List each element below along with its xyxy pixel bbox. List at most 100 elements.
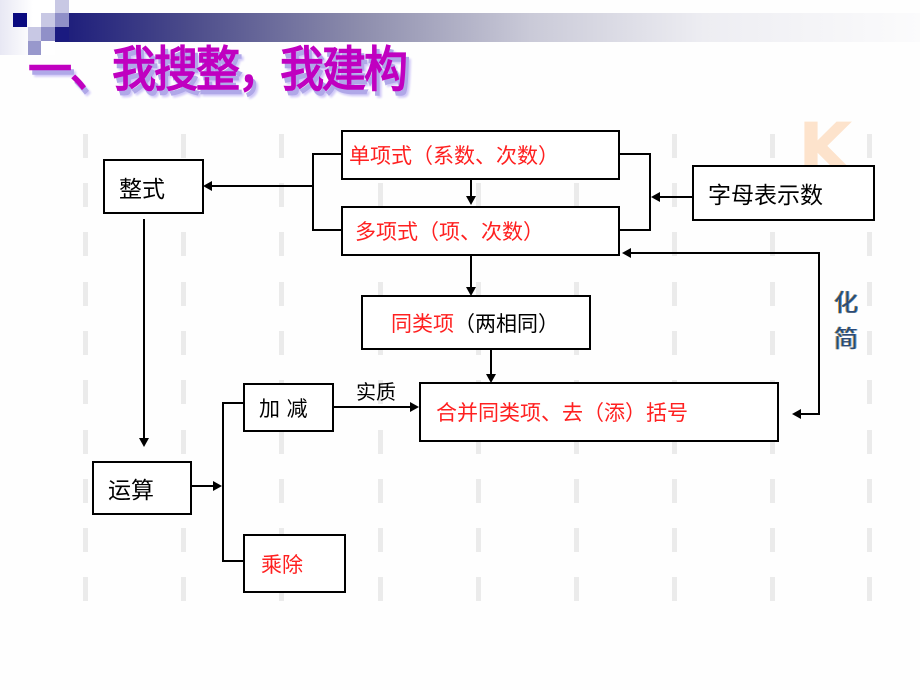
- grid-mark: [83, 430, 88, 454]
- deco-square: [28, 27, 41, 41]
- arrow-head-left: [622, 248, 631, 258]
- deco-square: [28, 41, 41, 55]
- connector-line: [818, 252, 820, 415]
- grid-mark: [181, 282, 186, 306]
- grid-mark: [476, 528, 481, 552]
- node-label: 整式: [119, 176, 165, 203]
- grid-mark: [867, 134, 872, 158]
- node-duoxiangshi: 多项式（项、次数）: [341, 206, 620, 256]
- grid-mark: [181, 232, 186, 256]
- node-label: 合并同类项、去（添）括号: [436, 401, 688, 425]
- grid-mark: [476, 282, 481, 306]
- grid-mark: [279, 430, 284, 454]
- grid-mark: [279, 232, 284, 256]
- grid-mark: [672, 479, 677, 503]
- slide-title: 一、我搜整，我建构: [28, 42, 408, 99]
- grid-mark: [867, 380, 872, 404]
- grid-mark: [770, 430, 775, 454]
- grid-mark: [867, 430, 872, 454]
- grid-mark: [672, 577, 677, 601]
- grid-mark: [867, 479, 872, 503]
- connector-line: [312, 229, 342, 231]
- node-label: 运算: [108, 478, 154, 504]
- node-hebing: 合并同类项、去（添）括号: [419, 382, 779, 442]
- node-label: 多项式（项、次数）: [355, 220, 544, 244]
- grid-mark: [378, 479, 383, 503]
- connector-line: [470, 255, 472, 290]
- grid-mark: [83, 232, 88, 256]
- grid-mark: [83, 183, 88, 207]
- connector-line: [191, 485, 215, 487]
- grid-mark: [770, 577, 775, 601]
- arrow-head-down: [466, 287, 476, 296]
- node-label: 乘除: [261, 552, 303, 577]
- grid-mark: [770, 479, 775, 503]
- grid-mark: [279, 183, 284, 207]
- grid-mark: [378, 282, 383, 306]
- grid-mark: [378, 183, 383, 207]
- node-jiajian: 加 减: [243, 383, 334, 432]
- arrow-head-left: [792, 409, 801, 419]
- node-label: （两相同）: [454, 311, 559, 336]
- connector-line: [332, 406, 412, 408]
- deco-square: [55, 0, 69, 13]
- grid-mark: [867, 232, 872, 256]
- connector-line: [619, 153, 651, 155]
- grid-mark: [279, 282, 284, 306]
- edge-label-huajian-1: 化: [834, 289, 858, 317]
- grid-mark: [181, 134, 186, 158]
- grid-mark: [279, 134, 284, 158]
- connector-line: [658, 196, 692, 198]
- connector-line: [800, 413, 820, 415]
- connector-line: [619, 229, 651, 231]
- connector-line: [143, 219, 145, 441]
- grid-mark: [574, 479, 579, 503]
- grid-mark: [181, 430, 186, 454]
- grid-mark: [476, 430, 481, 454]
- grid-mark: [279, 479, 284, 503]
- grid-mark: [83, 380, 88, 404]
- node-label-red: 同类项: [391, 311, 454, 336]
- node-yunsuan: 运算: [92, 461, 192, 515]
- grid-mark: [672, 430, 677, 454]
- node-label: 加 减: [259, 396, 308, 421]
- connector-line: [222, 402, 224, 562]
- grid-mark: [378, 528, 383, 552]
- arrow-head-left: [651, 192, 660, 202]
- grid-mark: [672, 282, 677, 306]
- arrow-head-left: [203, 181, 212, 191]
- grid-mark: [181, 380, 186, 404]
- connector-line: [312, 153, 342, 155]
- title-banner: [55, 13, 920, 42]
- grid-mark: [574, 577, 579, 601]
- arrow-head-right: [410, 402, 419, 412]
- deco-square: [55, 13, 69, 27]
- grid-mark: [378, 380, 383, 404]
- grid-mark: [83, 134, 88, 158]
- node-zimu: 字母表示数: [692, 165, 875, 221]
- grid-mark: [181, 528, 186, 552]
- grid-mark: [867, 577, 872, 601]
- grid-mark: [672, 528, 677, 552]
- grid-mark: [83, 528, 88, 552]
- arrow-head-down: [139, 438, 149, 447]
- grid-mark: [378, 577, 383, 601]
- connector-line: [630, 252, 820, 254]
- grid-mark: [770, 528, 775, 552]
- grid-mark: [476, 479, 481, 503]
- grid-mark: [770, 331, 775, 355]
- node-zhengshi: 整式: [103, 159, 204, 214]
- grid-mark: [574, 528, 579, 552]
- arrow-head-right: [213, 481, 222, 491]
- connector-line: [222, 402, 243, 404]
- deco-square: [13, 13, 27, 27]
- grid-mark: [574, 430, 579, 454]
- grid-mark: [83, 479, 88, 503]
- grid-mark: [672, 331, 677, 355]
- grid-mark: [672, 134, 677, 158]
- deco-square: [41, 27, 55, 41]
- node-danxiangshi: 单项式（系数、次数）: [341, 130, 620, 180]
- arrow-head-down: [486, 374, 496, 383]
- grid-mark: [83, 331, 88, 355]
- grid-mark: [83, 577, 88, 601]
